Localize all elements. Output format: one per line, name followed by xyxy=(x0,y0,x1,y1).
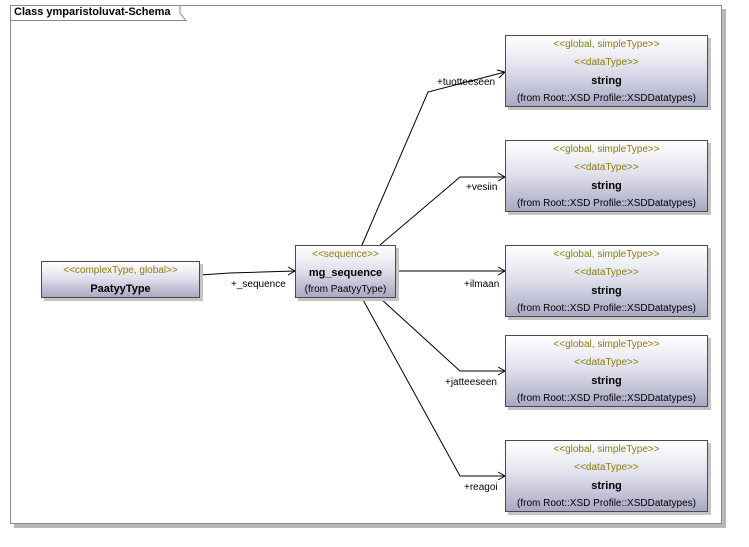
label-role-ilmaan: +ilmaan xyxy=(464,279,500,290)
class-stereotype: <<global, simpleType>> xyxy=(553,444,660,455)
label-role-jatteeseen: +jatteeseen xyxy=(445,377,497,388)
diagram-title: Class ymparistoluvat-Schema xyxy=(14,6,171,18)
class-origin: (from Root::XSD Profile::XSDDatatypes) xyxy=(517,93,696,104)
class-string-2[interactable]: <<global, simpleType>> <<dataType>> stri… xyxy=(505,140,708,212)
class-stereotype: <<global, simpleType>> xyxy=(553,144,660,155)
class-stereotype: <<global, simpleType>> xyxy=(553,339,660,350)
class-stereotype-datatype: <<dataType>> xyxy=(574,267,639,278)
class-origin: (from Root::XSD Profile::XSDDatatypes) xyxy=(517,498,696,509)
label-role-tuotteeseen: +tuotteeseen xyxy=(437,77,496,88)
class-name: mg_sequence xyxy=(308,267,383,279)
assoc-vesiin-line xyxy=(379,176,505,246)
class-name: string xyxy=(591,75,622,87)
class-stereotype-datatype: <<dataType>> xyxy=(574,162,639,173)
assoc-jatteeseen-line xyxy=(379,297,505,372)
class-stereotype: <<sequence>> xyxy=(312,249,379,260)
class-origin: (from Root::XSD Profile::XSDDatatypes) xyxy=(517,303,696,314)
class-origin: (from PaatyyType) xyxy=(304,284,387,295)
class-origin: (from Root::XSD Profile::XSDDatatypes) xyxy=(517,198,696,209)
class-string-4[interactable]: <<global, simpleType>> <<dataType>> stri… xyxy=(505,335,708,407)
class-stereotype-datatype: <<dataType>> xyxy=(574,357,639,368)
label-role-reagoi: +reagoi xyxy=(464,482,498,493)
class-mg-sequence[interactable]: <<sequence>> mg_sequence (from PaatyyTyp… xyxy=(295,245,396,298)
class-paatyytype[interactable]: <<complexType, global>> PaatyyType xyxy=(41,261,200,298)
class-stereotype-datatype: <<dataType>> xyxy=(574,57,639,68)
class-string-1[interactable]: <<global, simpleType>> <<dataType>> stri… xyxy=(505,35,708,107)
class-origin: (from Root::XSD Profile::XSDDatatypes) xyxy=(517,393,696,404)
label-role-vesiin: +vesiin xyxy=(466,182,498,193)
assoc-tuotteeseen-line xyxy=(361,71,506,246)
class-stereotype: <<complexType, global>> xyxy=(63,265,178,276)
assoc-reagoi-line xyxy=(361,297,505,477)
class-name: string xyxy=(591,375,622,387)
class-name: string xyxy=(591,285,622,297)
class-name: string xyxy=(591,480,622,492)
class-stereotype: <<global, simpleType>> xyxy=(553,39,660,50)
class-string-5[interactable]: <<global, simpleType>> <<dataType>> stri… xyxy=(505,440,708,512)
class-string-3[interactable]: <<global, simpleType>> <<dataType>> stri… xyxy=(505,245,708,317)
class-stereotype-datatype: <<dataType>> xyxy=(574,462,639,473)
class-name: PaatyyType xyxy=(90,283,151,295)
title-tab-shape xyxy=(10,5,188,21)
assoc-sequence-line xyxy=(199,270,296,276)
label-sequence: +_sequence xyxy=(231,279,286,290)
class-name: string xyxy=(591,180,622,192)
class-stereotype: <<global, simpleType>> xyxy=(553,249,660,260)
